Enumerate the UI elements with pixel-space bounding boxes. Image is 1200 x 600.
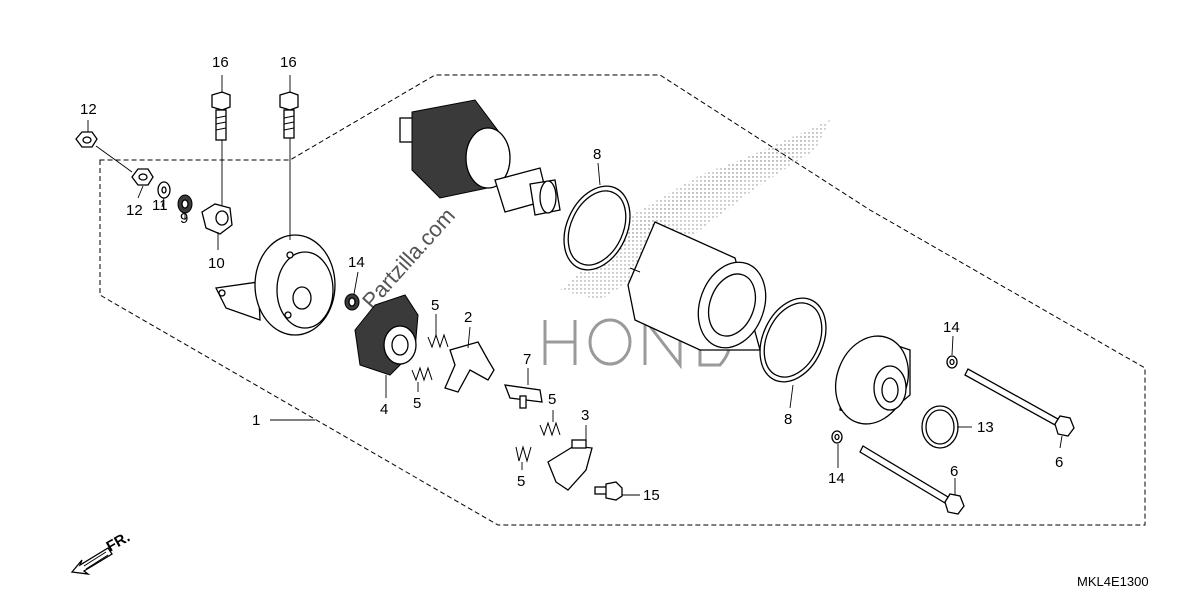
- callout-2: 2: [464, 309, 472, 326]
- leader-lines: [87, 75, 1063, 496]
- nut-12-upper: [75, 131, 98, 148]
- o-ring-8-lower: [759, 297, 827, 383]
- callout-14b: 14: [943, 319, 960, 336]
- callout-9: 9: [180, 210, 188, 227]
- insulator-3: [547, 439, 593, 491]
- spring-5-a: [427, 333, 449, 349]
- callout-7: 7: [523, 351, 531, 368]
- nut-12-lower: [131, 168, 154, 186]
- front-direction-marker: FR.: [70, 529, 133, 575]
- bolt-16-left: [211, 91, 231, 141]
- spring-5-d: [515, 445, 532, 463]
- callout-14a: 14: [348, 254, 365, 271]
- spring-5-c: [539, 421, 561, 437]
- callout-5a: 5: [431, 297, 439, 314]
- callout-8b: 8: [784, 411, 792, 428]
- callout-16a: 16: [212, 54, 229, 71]
- brush-plate-2: [444, 341, 495, 393]
- front-cover: [835, 335, 911, 425]
- callout-12a: 12: [80, 101, 97, 118]
- o-ring-13: [921, 405, 959, 449]
- terminal-bolt-7: [503, 384, 543, 409]
- spring-5-b: [411, 366, 433, 382]
- washer-11: [157, 181, 171, 199]
- callout-6a: 6: [1055, 454, 1063, 471]
- callout-3: 3: [581, 407, 589, 424]
- terminal-10: [201, 203, 233, 235]
- callout-15: 15: [643, 487, 660, 504]
- diagram-code: MKL4E1300: [1077, 574, 1149, 589]
- o-ring-14-upper: [344, 293, 360, 311]
- armature: [399, 99, 561, 216]
- callout-10: 10: [208, 255, 225, 272]
- callout-5b: 5: [413, 395, 421, 412]
- callout-4: 4: [380, 401, 388, 418]
- callout-1: 1: [252, 412, 260, 429]
- brush-holder-4: [354, 294, 419, 376]
- long-bolt-6-lower: [859, 445, 965, 515]
- callout-labels: 1 2 3 4 5 5 5 5 6 6 7 8 8 9 10 11 12 12 …: [80, 54, 1063, 504]
- callout-5d: 5: [517, 473, 525, 490]
- long-bolt-6-upper: [964, 368, 1075, 437]
- o-ring-14-right-upper: [946, 355, 958, 369]
- callout-13: 13: [977, 419, 994, 436]
- callout-14c: 14: [828, 470, 845, 487]
- callout-16b: 16: [280, 54, 297, 71]
- yoke-housing: [627, 221, 767, 351]
- callout-12b: 12: [126, 202, 143, 219]
- callout-6b: 6: [950, 463, 958, 480]
- rear-cover-1: [215, 234, 336, 336]
- bolt-15: [594, 481, 623, 501]
- watermark-text: Partzilla.com: [357, 203, 460, 313]
- o-ring-14-right-lower: [831, 430, 843, 444]
- assembly-boundary: [99, 74, 1146, 526]
- callout-5c: 5: [548, 391, 556, 408]
- callout-11: 11: [152, 197, 168, 214]
- brand-logo-watermark: [543, 120, 830, 370]
- callout-8a: 8: [593, 146, 601, 163]
- bolt-16-right: [279, 91, 299, 139]
- o-ring-8-upper: [563, 185, 631, 271]
